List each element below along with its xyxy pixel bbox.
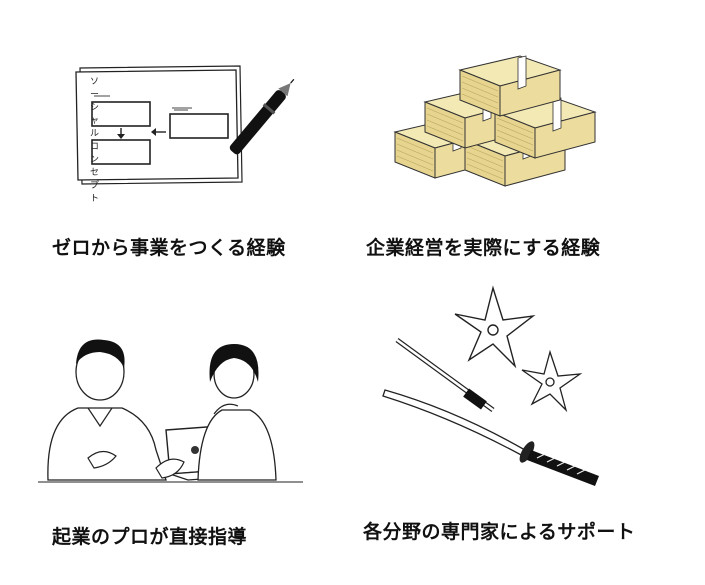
feature-caption: ゼロから事業をつくる経験 [52,237,286,259]
document-heading: ソーシャルコンセプト [90,77,100,204]
business-plan-document-icon [75,65,295,185]
ninja-weapons-icon [382,285,599,486]
mentoring-people-icon [38,339,303,483]
feature-caption: 企業経営を実際にする経験 [366,237,601,259]
feature-caption: 各分野の専門家によるサポート [363,521,636,543]
money-stacks-icon [394,55,596,187]
feature-caption: 起業のプロが直接指導 [52,526,248,548]
